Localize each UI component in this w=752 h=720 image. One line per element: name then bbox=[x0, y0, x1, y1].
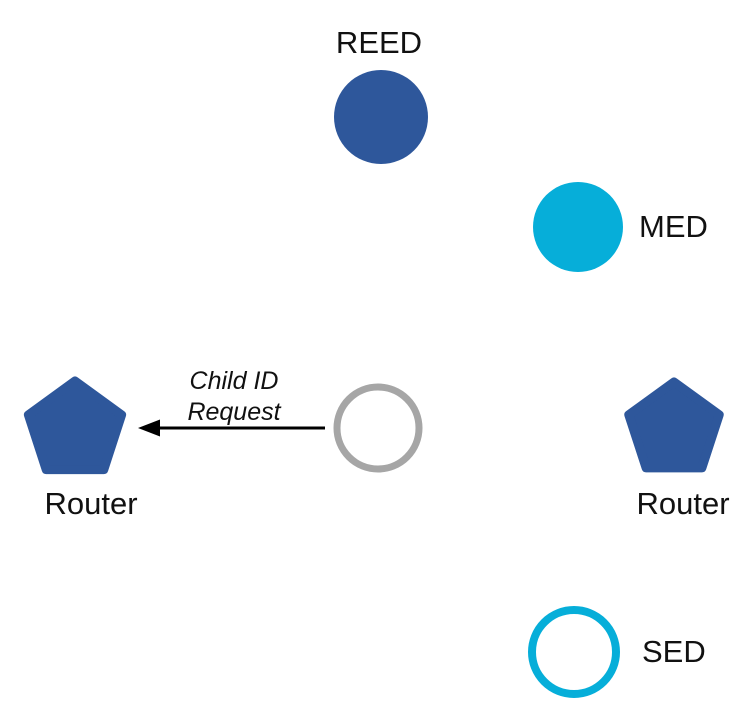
sed-node-icon bbox=[528, 606, 620, 698]
reed-node-label: REED bbox=[335, 25, 423, 60]
child-id-request-label: Child ID Request bbox=[187, 366, 280, 429]
child-id-request-label-line1: Child ID bbox=[189, 367, 279, 395]
reed-node-icon bbox=[334, 70, 428, 164]
joiner-node-icon bbox=[333, 383, 423, 473]
child-id-request-label-line2: Request bbox=[187, 398, 281, 427]
med-node-icon bbox=[533, 182, 623, 272]
router-right-node-icon bbox=[624, 377, 724, 473]
med-node-label: MED bbox=[639, 209, 708, 244]
sed-node-label: SED bbox=[642, 634, 706, 669]
router-left-node-icon bbox=[23, 376, 127, 475]
router-right-node-label: Router bbox=[636, 486, 730, 521]
router-left-node-label: Router bbox=[44, 486, 138, 521]
child-id-request-arrowhead-icon bbox=[138, 419, 160, 437]
